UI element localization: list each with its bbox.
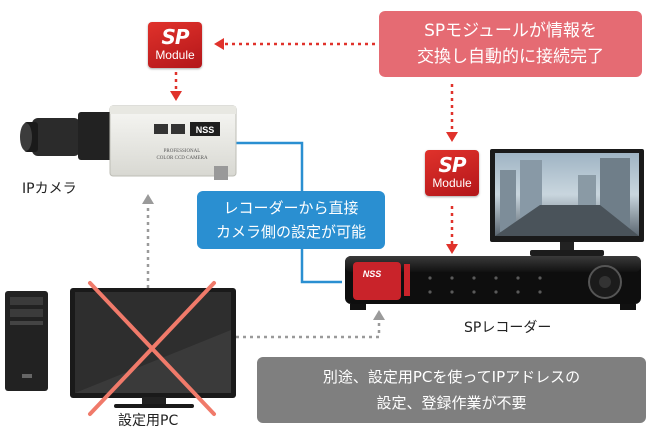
direct-setup-callout: レコーダーから直接 カメラ側の設定が可能: [197, 191, 385, 249]
red-arrow-to-camera-module: [214, 38, 375, 50]
no-pc-needed-line-1: 別途、設定用PCを使ってIPアドレスの: [322, 368, 581, 386]
recorder-sp-module-badge: SP Module: [425, 150, 479, 196]
no-pc-needed-callout: 別途、設定用PCを使ってIPアドレスの 設定、登録作業が不要: [257, 357, 646, 423]
camera-sp-logo: SP: [161, 25, 189, 49]
camera-module-label: Module: [155, 48, 195, 62]
red-arrow-module-to-recorder: [446, 206, 458, 254]
pc-monitor: [70, 288, 236, 408]
direct-setup-line-2: カメラ側の設定が可能: [215, 223, 366, 241]
red-arrow-to-recorder-module: [446, 84, 458, 142]
auto-connect-callout: SPモジュールが情報を 交換し自動的に接続完了: [379, 11, 642, 77]
setup-pc-label: 設定用PC: [118, 413, 179, 429]
red-arrow-module-to-camera: [170, 72, 182, 101]
direct-setup-line-1: レコーダーから直接: [223, 199, 359, 217]
ip-camera-label: IPカメラ: [22, 181, 77, 197]
recorder-sp-logo: SP: [438, 153, 466, 177]
camera-small-text-2: COLOR CCD CAMERA: [156, 156, 208, 161]
not-required-cross-icon: [88, 281, 216, 416]
auto-connect-line-2: 交換し自動的に接続完了: [417, 47, 604, 67]
recorder-module-label: Module: [432, 176, 472, 190]
camera-small-text-1: PROFESSIONAL: [164, 149, 201, 154]
recorder-monitor: [490, 149, 644, 256]
gray-arrow-pc-to-camera: [142, 194, 154, 288]
pc-tower: [5, 291, 48, 391]
auto-connect-line-1: SPモジュールが情報を: [424, 21, 597, 41]
ip-camera: [20, 105, 237, 180]
camera-sp-module-badge: SP Module: [148, 22, 202, 68]
sp-recorder-label: SPレコーダー: [464, 320, 552, 336]
sp-recorder: [345, 256, 641, 310]
gray-arrow-pc-to-recorder: [236, 310, 385, 339]
camera-brand: NSS: [196, 125, 215, 135]
no-pc-needed-line-2: 設定、登録作業が不要: [376, 394, 527, 412]
recorder-brand: NSS: [363, 269, 382, 279]
